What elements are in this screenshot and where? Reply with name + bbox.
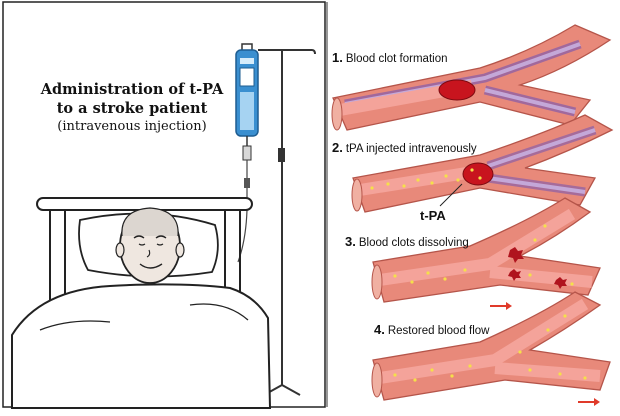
title-line-2: to a stroke patient — [22, 99, 242, 118]
step-4-caption: 4.Restored blood flow — [374, 322, 490, 337]
subtitle: (intravenous injection) — [22, 118, 242, 136]
step-1-caption: 1.Blood clot formation — [332, 50, 447, 65]
step-2-number: 2. — [332, 140, 343, 155]
step-4-number: 4. — [374, 322, 385, 337]
step-3-caption: 3.Blood clots dissolving — [345, 234, 469, 249]
title-block: Administration of t-PA to a stroke patie… — [22, 80, 242, 136]
blood-clot — [439, 80, 475, 100]
step-3-number: 3. — [345, 234, 356, 249]
title-line-1: Administration of t-PA — [22, 80, 242, 99]
step-1-number: 1. — [332, 50, 343, 65]
step-3-label: Blood clots dissolving — [359, 237, 469, 249]
step-2-caption: 2.tPA injected intravenously — [332, 140, 477, 155]
step-1-label: Blood clot formation — [346, 53, 448, 65]
step-4-label: Restored blood flow — [388, 325, 490, 337]
blanket — [12, 284, 270, 408]
tpa-label: t-PA — [420, 208, 446, 223]
step-2-label: tPA injected intravenously — [346, 143, 477, 155]
